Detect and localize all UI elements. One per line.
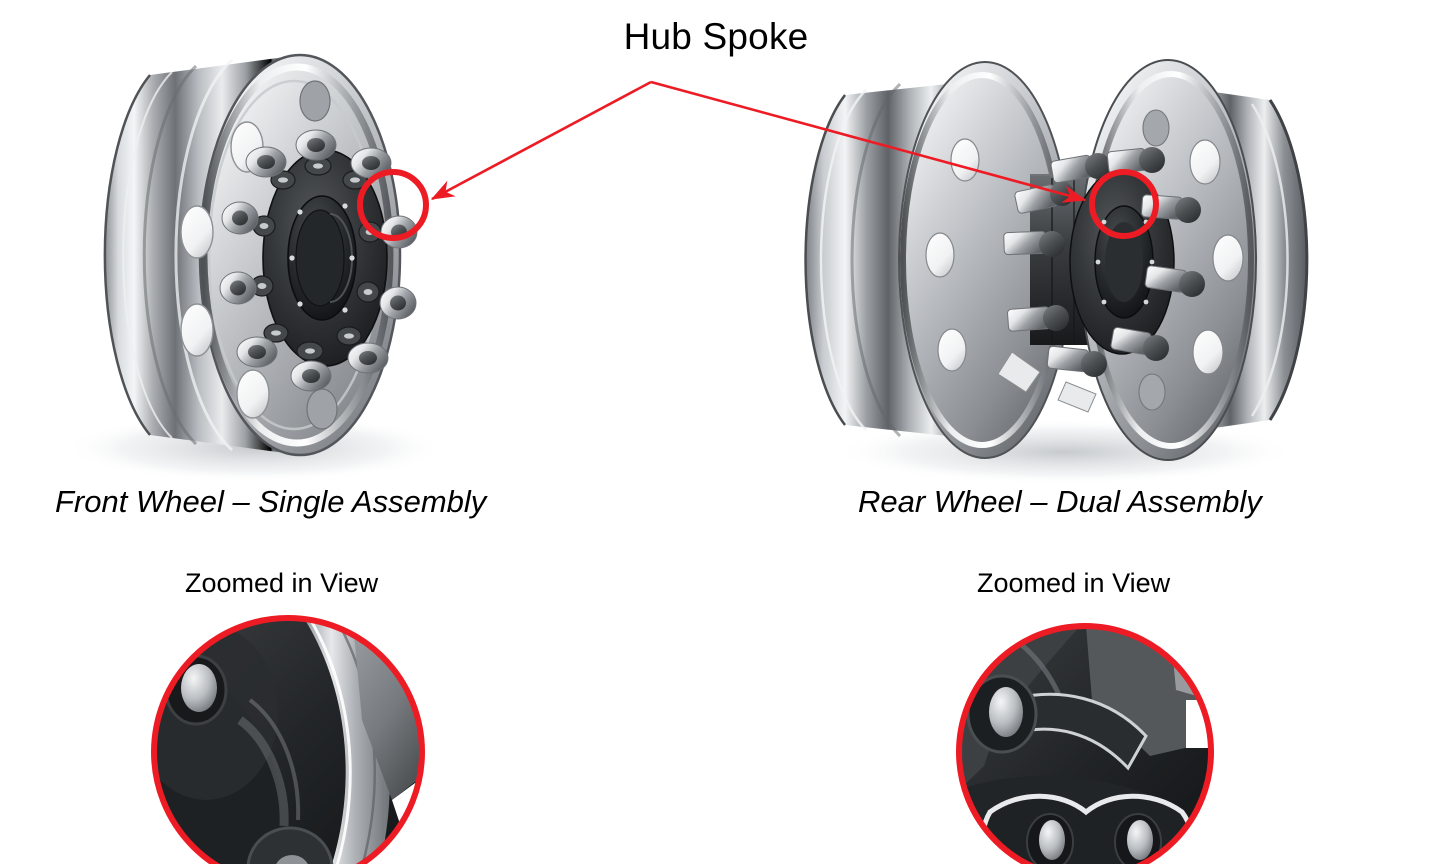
leader-line-front (430, 80, 652, 201)
front-wheel-lug-nuts (219, 129, 418, 392)
page-title: Hub Spoke (623, 16, 809, 57)
zoom-label-rear: Zoomed in View (977, 568, 1171, 598)
zoom-inset-front (151, 615, 425, 864)
caption-front-wheel: Front Wheel – Single Assembly (55, 484, 487, 519)
zoom-label-front: Zoomed in View (185, 568, 379, 598)
front-wheel-render (65, 53, 445, 482)
front-wheel-hub (250, 149, 388, 367)
callout-circle-rear (1089, 169, 1159, 239)
leader-line-rear (650, 80, 1087, 203)
caption-rear-wheel: Rear Wheel – Dual Assembly (858, 484, 1262, 519)
zoom-circle-rear (956, 623, 1214, 864)
zoom-circle-front (151, 615, 425, 864)
rear-wheel-render (804, 59, 1309, 484)
rear-wheel-clamp-plates (997, 351, 1097, 413)
callout-circle-front (357, 169, 429, 241)
callout-annotations (357, 80, 1159, 241)
zoom-inset-rear (956, 623, 1214, 864)
